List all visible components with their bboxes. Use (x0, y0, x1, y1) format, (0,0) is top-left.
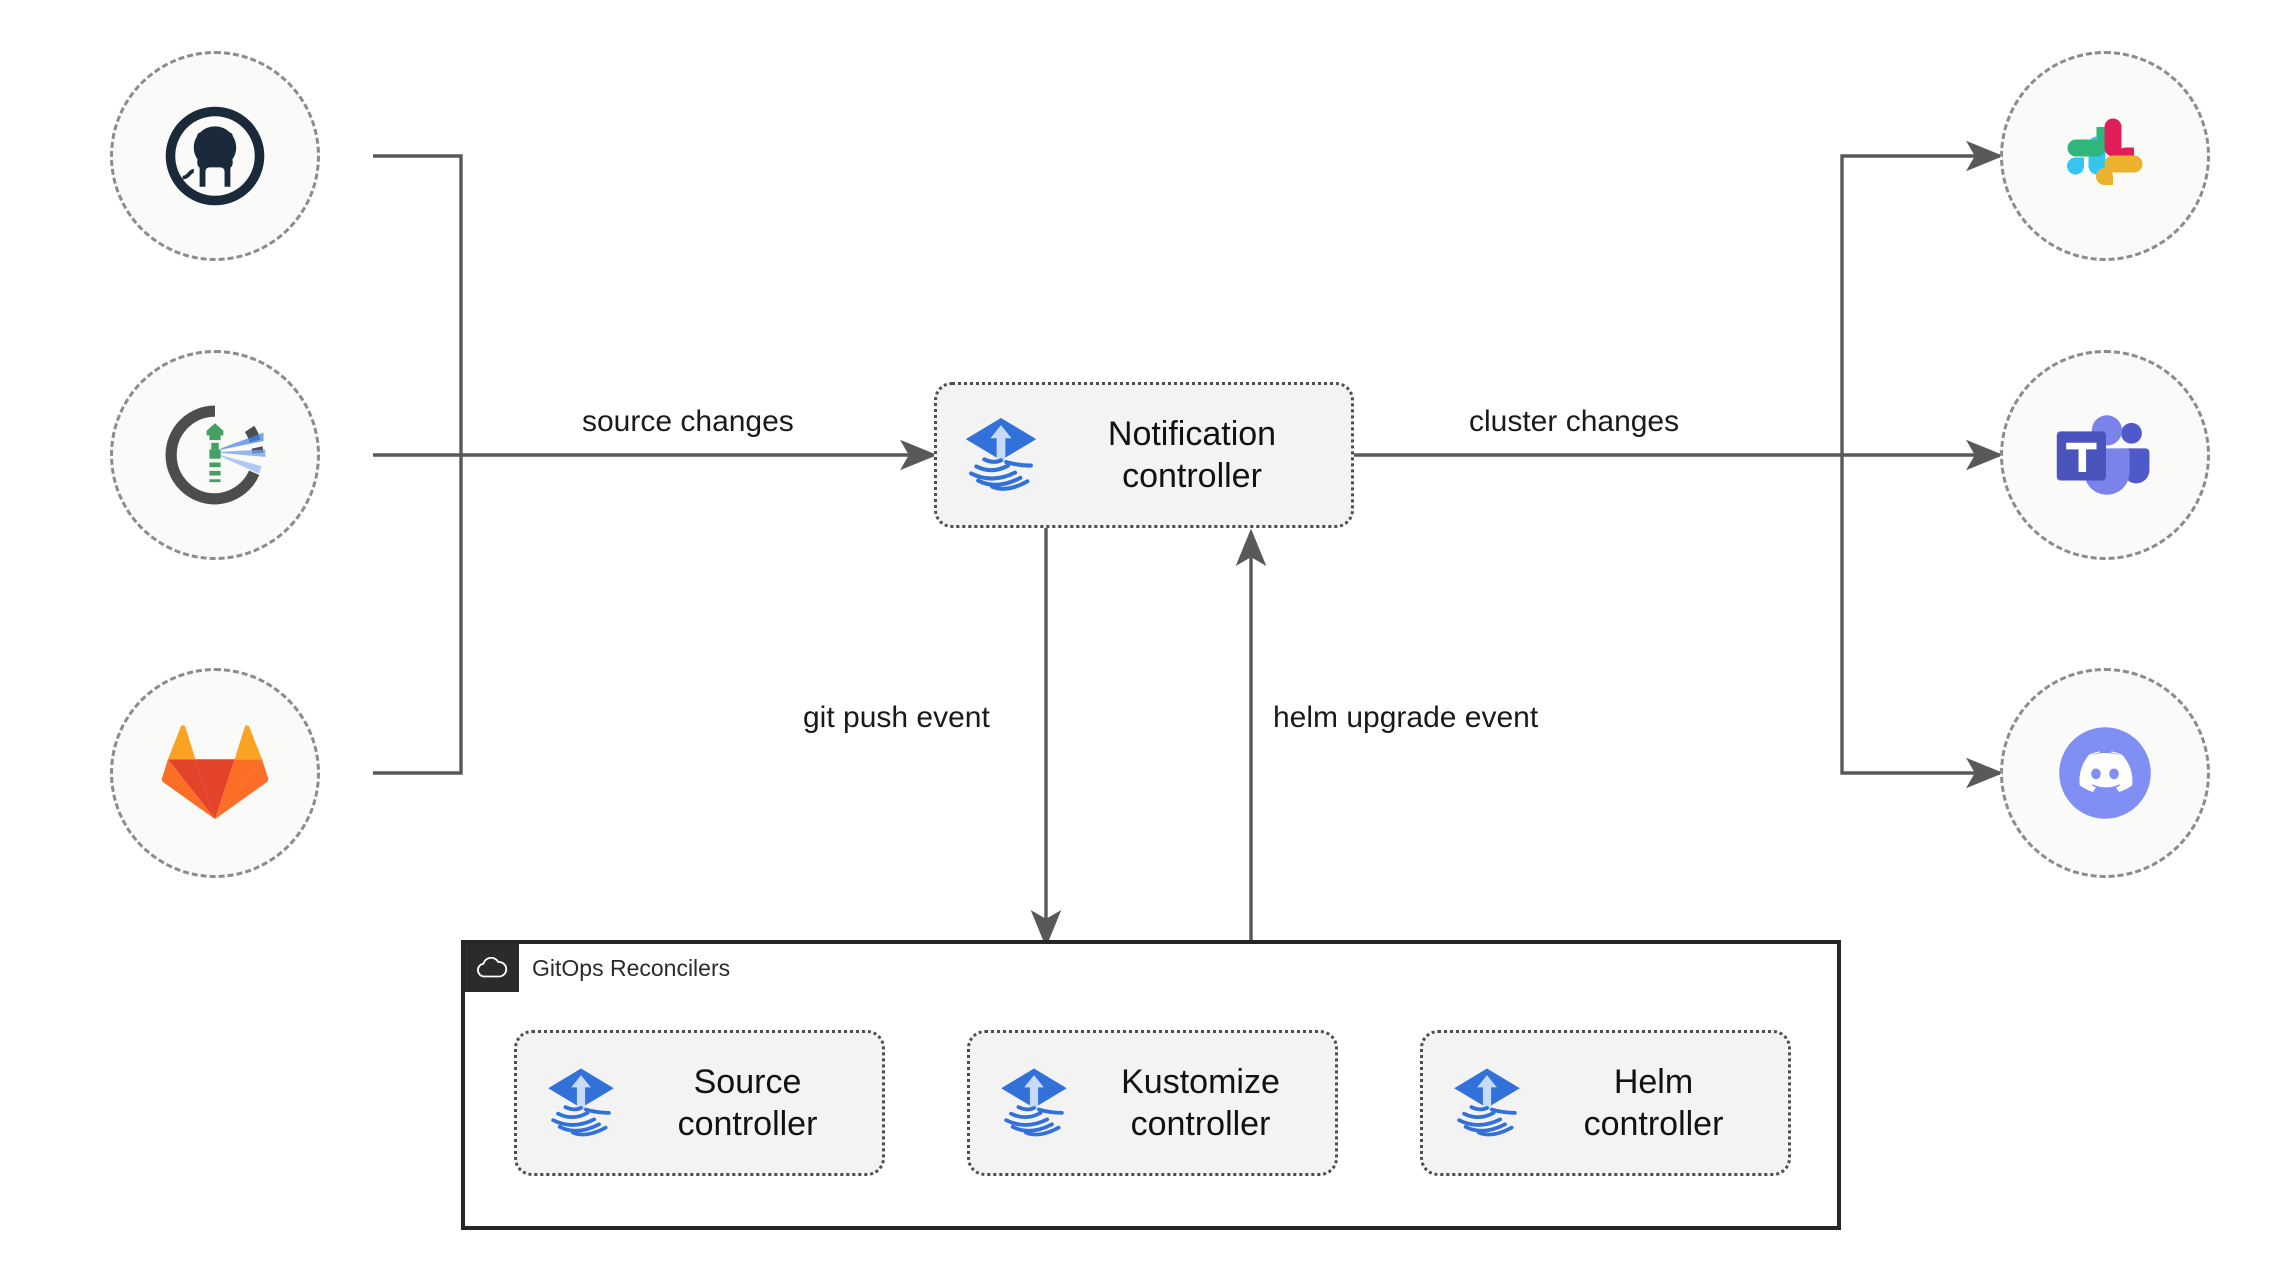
slack-icon (2055, 106, 2155, 206)
source-controller-label: Source controller (677, 1062, 818, 1144)
flux-controller-icon (955, 409, 1047, 501)
github-icon (162, 103, 268, 209)
source-controller-box[interactable]: Source controller (514, 1030, 885, 1176)
target-node-slack[interactable] (2000, 51, 2210, 261)
target-node-teams[interactable] (2000, 350, 2210, 560)
wire-notification-to-slack (1840, 140, 2004, 455)
gitops-reconcilers-header: GitOps Reconcilers (465, 944, 730, 992)
edge-label-git-push-event: git push event (803, 701, 990, 734)
wire-gitlab-to-trunk (373, 455, 463, 775)
source-node-flux[interactable] (110, 350, 320, 560)
wire-github-to-trunk (373, 154, 463, 455)
gitlab-icon (161, 723, 269, 823)
notification-controller-box[interactable]: Notification controller (934, 382, 1354, 528)
target-node-discord[interactable] (2000, 668, 2210, 878)
kustomize-controller-box[interactable]: Kustomize controller (967, 1030, 1338, 1176)
edge-label-source-changes: source changes (582, 405, 794, 438)
flux-controller-icon (1441, 1057, 1533, 1149)
edge-label-helm-upgrade-event: helm upgrade event (1273, 701, 1539, 734)
edge-label-cluster-changes: cluster changes (1469, 405, 1680, 438)
notification-controller-label: Notification controller (1107, 414, 1277, 496)
source-node-gitlab[interactable] (110, 668, 320, 878)
microsoft-teams-icon (2053, 407, 2157, 503)
source-node-github[interactable] (110, 51, 320, 261)
flux-controller-icon (988, 1057, 1080, 1149)
kustomize-controller-label: Kustomize controller (1121, 1062, 1280, 1144)
cloud-icon (465, 944, 519, 992)
gitops-reconcilers-title: GitOps Reconcilers (532, 954, 731, 981)
flux-controller-icon (535, 1057, 627, 1149)
helm-controller-label: Helm controller (1583, 1062, 1724, 1144)
flux-lighthouse-icon (159, 399, 271, 511)
wire-notification-to-discord (1840, 455, 2004, 789)
helm-controller-box[interactable]: Helm controller (1420, 1030, 1791, 1176)
discord-icon (2053, 721, 2157, 825)
